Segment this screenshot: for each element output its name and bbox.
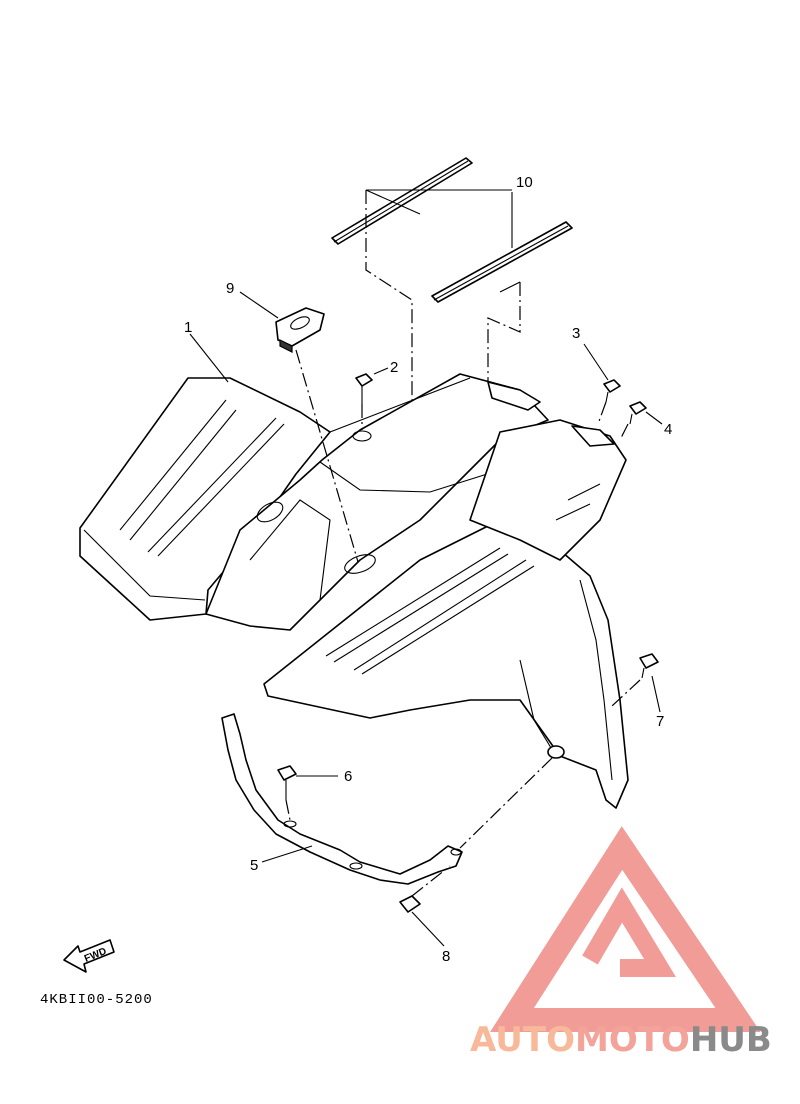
strip-reference-line-2: [487, 282, 521, 440]
fuel-cap-cover: [275, 307, 325, 353]
watermark-text: AUTOMOTOHUB: [470, 1020, 772, 1060]
collar: [547, 745, 565, 759]
watermark-hub: HUB: [689, 1020, 772, 1060]
bolt-4: [629, 401, 663, 425]
seal-strip-lower: [431, 221, 573, 303]
watermark-auto: AUTO: [470, 1020, 575, 1060]
bolt-7: [639, 653, 661, 713]
callout-1: 1: [184, 319, 192, 336]
bolt-6: [277, 765, 338, 800]
fwd-arrow-icon: FWD: [63, 939, 115, 973]
callout-2: 2: [390, 359, 398, 376]
diagram-part-code: 4KBII00-5200: [40, 992, 153, 1008]
callout-7: 7: [656, 713, 664, 730]
nut-8: [399, 895, 445, 947]
callout-5: 5: [250, 857, 258, 874]
callout-8: 8: [442, 948, 450, 965]
callout-4: 4: [664, 421, 672, 438]
rear-fender: [79, 373, 629, 809]
strip-reference-line-1: [365, 190, 413, 430]
callout-6: 6: [344, 768, 352, 785]
watermark-moto: MOTO: [574, 1020, 690, 1060]
screw-2: [355, 367, 389, 404]
callout-3: 3: [572, 325, 580, 342]
bolt-3: [583, 343, 621, 403]
watermark-logo: [490, 826, 761, 1032]
callout-9: 9: [226, 280, 234, 297]
callout-10: 10: [516, 174, 533, 191]
seal-strip-upper: [331, 157, 473, 245]
fender-stay: [221, 713, 463, 885]
